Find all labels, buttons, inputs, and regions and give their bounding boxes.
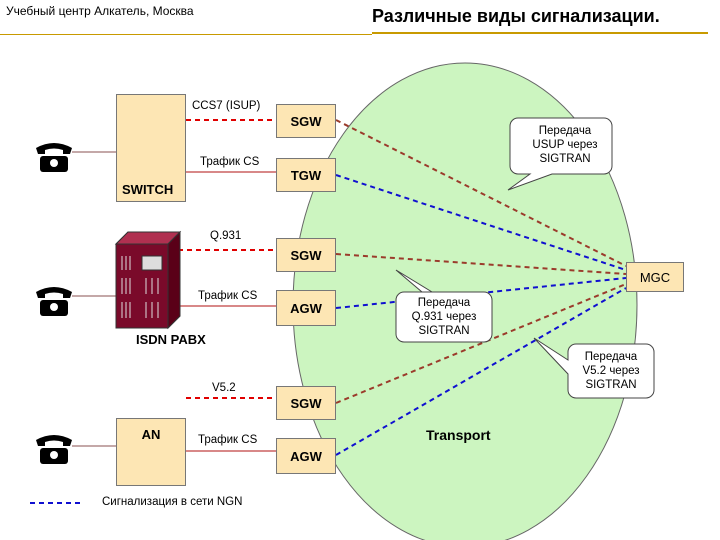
transport-label: Transport [426, 427, 491, 443]
traffic-cs-label-1: Трафик CS [200, 156, 260, 168]
page-title: Различные виды сигнализации. [372, 6, 660, 26]
agw-node-2: AGW [276, 438, 336, 474]
an-node: AN [116, 418, 186, 486]
header-org-text: Учебный центр Алкатель, Москва [6, 4, 194, 18]
tgw-node: TGW [276, 158, 336, 192]
sigtran-lines [335, 119, 627, 404]
traffic-lines [178, 171, 276, 452]
sgw-node-2: SGW [276, 238, 336, 272]
mgc-node: MGC [626, 262, 684, 292]
switch-node [116, 94, 186, 202]
traffic-cs-label-2: Трафик CS [198, 290, 258, 302]
pabx-cabinet-icon [114, 230, 182, 330]
pabx-label: ISDN PABX [136, 332, 206, 347]
callout-q931 [395, 269, 493, 343]
switch-label: SWITCH [122, 182, 174, 197]
q931-label: Q.931 [210, 230, 242, 242]
phone-lines [72, 151, 116, 447]
v52-label: V5.2 [212, 382, 236, 394]
callout-usup [507, 117, 613, 191]
telephone-icon-1 [36, 143, 72, 172]
ccs7-label: CCS7 (ISUP) [192, 100, 261, 112]
header-divider [0, 34, 372, 35]
local-signaling-lines [178, 119, 276, 399]
legend-ngn-label: Сигнализация в сети NGN [102, 496, 243, 508]
traffic-cs-label-3: Трафик CS [198, 434, 258, 446]
agw-node-1: AGW [276, 290, 336, 326]
telephone-icon-2 [36, 287, 72, 316]
sgw-node-3: SGW [276, 386, 336, 420]
title-underline [372, 32, 708, 34]
telephone-icon-3 [36, 435, 72, 464]
sgw-node-1: SGW [276, 104, 336, 138]
callout-v52 [533, 337, 655, 399]
